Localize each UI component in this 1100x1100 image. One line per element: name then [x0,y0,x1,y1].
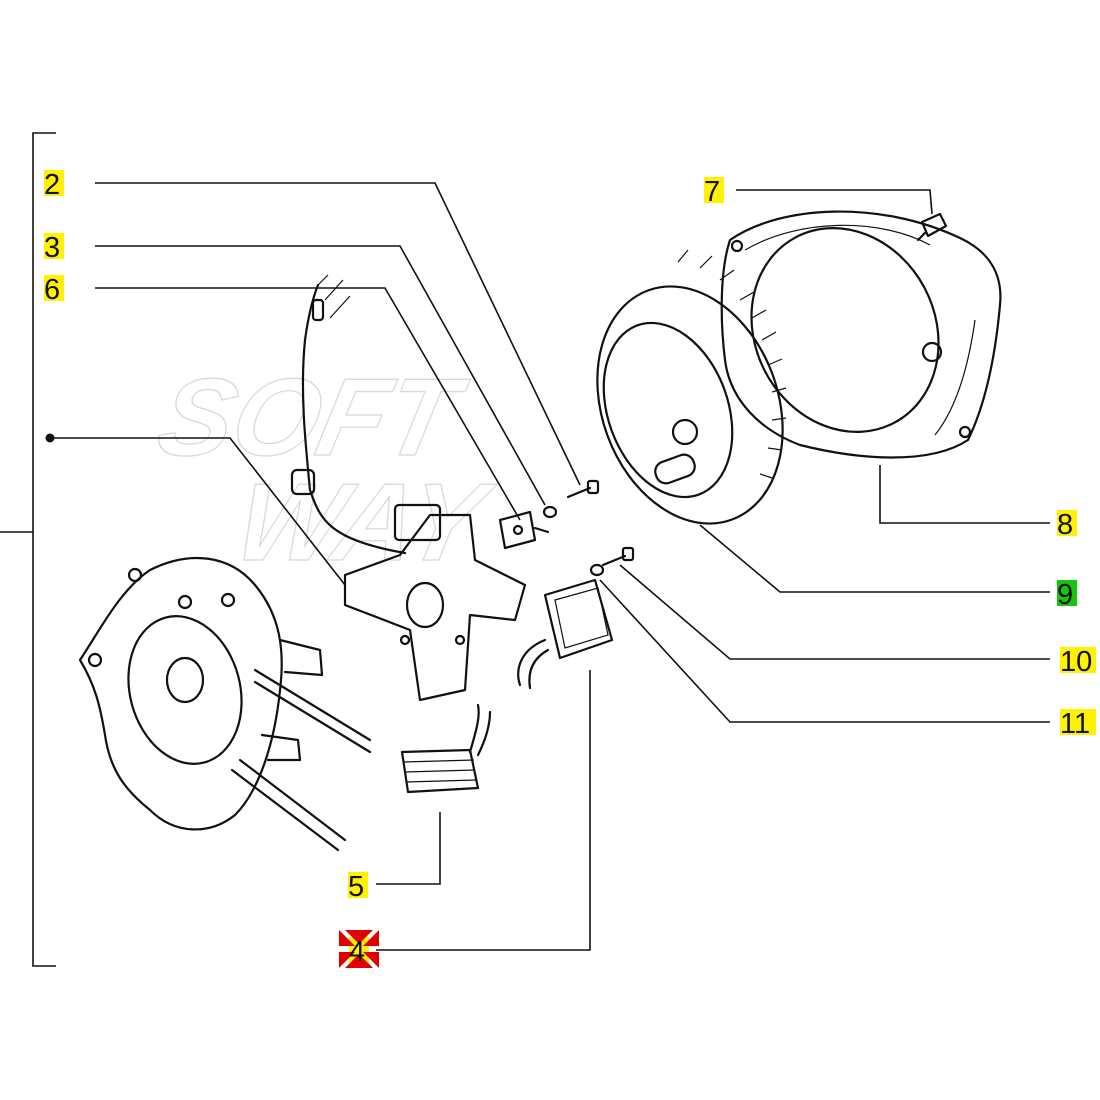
crankcase-drawing [78,556,372,852]
part-label-5[interactable]: 5 [348,871,364,903]
callout-line-11 [599,579,1050,723]
part-label-4[interactable]: 4 [349,936,365,968]
part-label-9[interactable]: 9 [1057,579,1073,611]
highlight-4 [349,937,369,963]
callout-line-9 [699,524,1050,593]
highlight-2 [44,170,64,196]
callout-line-2 [95,182,581,486]
callout-line-7 [736,189,933,215]
callout-line-10 [619,564,1050,660]
part-label-2[interactable]: 2 [44,169,60,201]
flywheel-drawing [596,249,787,525]
watermark-line-1: SOFT [148,355,476,479]
assembly-bracket [0,132,56,967]
part-labels: 2 3 6 7 8 9 10 11 5 4 [44,169,1092,968]
flywheel-cover-drawing [720,210,1002,459]
red-cross-arrows-icon[interactable] [339,930,379,968]
callout-line-4 [376,670,591,951]
callout-line-6 [95,287,521,521]
part-label-10[interactable]: 10 [1060,646,1092,678]
highlight-7 [704,177,724,203]
callout-line-5 [376,812,441,885]
part-label-11[interactable]: 11 [1060,708,1090,740]
callout-lines [45,182,1050,951]
callout-line-3 [95,245,546,506]
watermark-line-2: WAY [226,460,503,584]
callout-line-dot [50,437,346,586]
coil-5-drawing [400,703,492,794]
part-label-7[interactable]: 7 [704,176,720,208]
highlight-8 [1057,510,1077,536]
highlight-5 [348,872,368,898]
part-label-6[interactable]: 6 [44,274,60,306]
contact-breaker-drawing [498,510,550,550]
callout-dot-icon [45,433,55,443]
part-label-8[interactable]: 8 [1057,509,1073,541]
highlight-9 [1057,580,1077,606]
screws-washers-drawing [542,479,635,577]
wiring-harness-drawing [290,274,407,555]
watermark: SOFT WAY [148,354,504,584]
callout-line-8 [879,465,1050,524]
highlight-3 [44,233,64,259]
ignition-coil-drawing [517,578,614,690]
highlight-6 [44,275,64,301]
highlight-11 [1060,709,1096,735]
highlight-10 [1060,647,1096,673]
part-label-3[interactable]: 3 [44,232,60,264]
label-highlights [44,170,1096,963]
stator-plate-drawing [343,503,527,702]
screw-7-drawing [916,212,948,242]
